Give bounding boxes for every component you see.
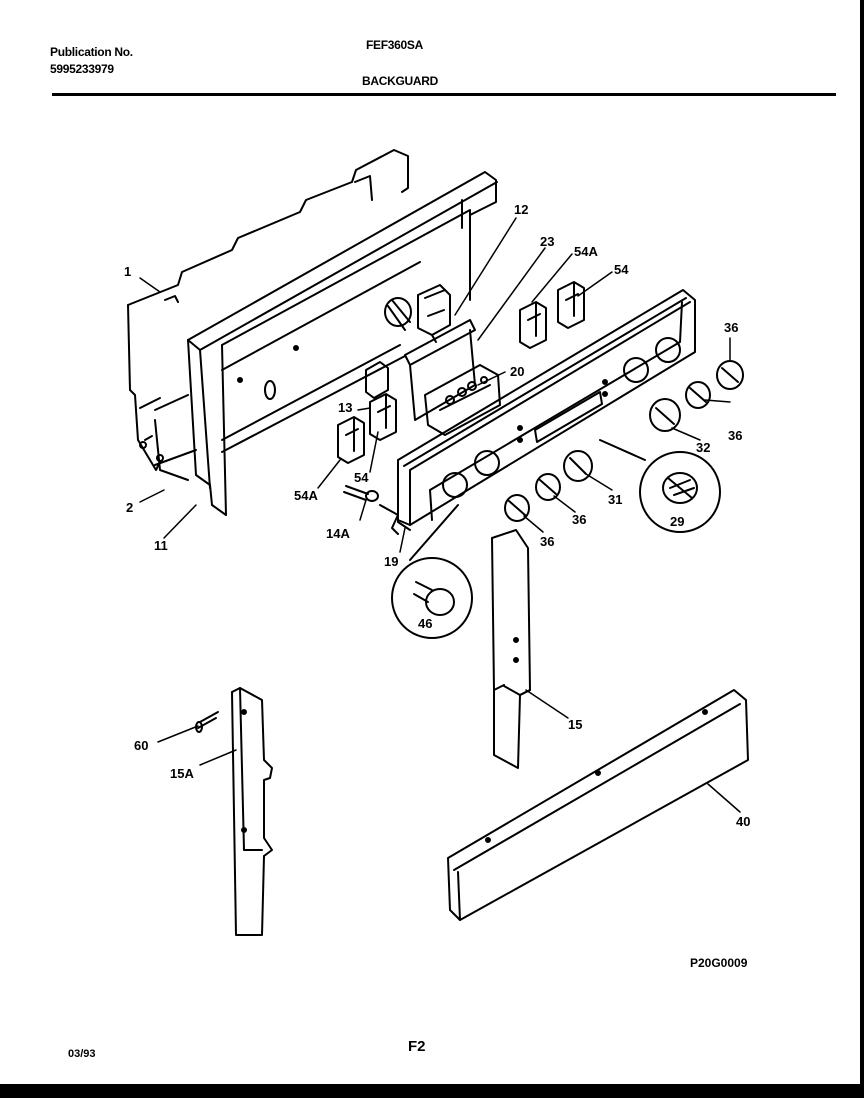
callout-40: 40	[736, 814, 750, 829]
callout-1: 1	[124, 264, 131, 279]
callout-54a-top: 54A	[574, 244, 598, 259]
callout-36-left: 36	[540, 534, 554, 549]
callout-15a: 15A	[170, 766, 194, 781]
part-40-trim-bar	[447, 689, 749, 921]
part-60-screw	[195, 711, 219, 733]
part-20-timer-assembly	[404, 319, 501, 436]
part-36-knob-center	[535, 473, 561, 501]
page-number: F2	[408, 1038, 426, 1055]
callout-13: 13	[338, 400, 352, 415]
callout-31: 31	[608, 492, 622, 507]
part-54a-switch-top	[519, 301, 547, 349]
part-29-knob-detail	[599, 439, 721, 533]
header-rule	[52, 93, 836, 96]
callout-54-top: 54	[614, 262, 629, 277]
publication-number: 5995233979	[50, 62, 114, 76]
callout-54-lower: 54	[354, 470, 369, 485]
section-title: BACKGUARD	[362, 74, 438, 88]
part-32-knob	[649, 398, 681, 432]
part-11-backguard-housing	[154, 171, 498, 516]
part-46-knob-detail	[391, 504, 473, 639]
part-36-knob-right	[685, 381, 711, 409]
callout-36-right: 36	[728, 428, 742, 443]
part-31-knob	[563, 450, 593, 482]
part-36-knob-top-right	[716, 360, 744, 390]
callout-32: 32	[696, 440, 710, 455]
part-15a-side-trim	[231, 687, 273, 936]
callout-2: 2	[126, 500, 133, 515]
scan-edge-bottom	[0, 1084, 864, 1098]
publication-label: Publication No.	[50, 45, 133, 59]
callout-labels: 1 2 11 12 23 54A 54 20 13 54 54A 14A 19 …	[124, 202, 750, 829]
part-15-side-trim	[491, 529, 531, 769]
callout-19: 19	[384, 554, 398, 569]
part-54-switch-top	[557, 281, 585, 329]
callout-46: 46	[418, 616, 432, 631]
drawing-id: P20G0009	[690, 956, 748, 970]
scan-edge-right	[860, 0, 864, 1098]
callout-20: 20	[510, 364, 524, 379]
callout-14a: 14A	[326, 526, 350, 541]
callout-15: 15	[568, 717, 582, 732]
callout-11: 11	[154, 538, 168, 553]
callout-60: 60	[134, 738, 148, 753]
part-19-control-panel	[379, 289, 696, 535]
callout-12: 12	[514, 202, 528, 217]
callout-36-center: 36	[572, 512, 586, 527]
model-number: FEF360SA	[366, 38, 423, 52]
callout-29: 29	[670, 514, 684, 529]
part-36-knob-left	[504, 494, 530, 522]
callout-54a-lower: 54A	[294, 488, 318, 503]
part-54-switch-lower	[369, 393, 397, 441]
part-13-switch	[365, 361, 389, 399]
part-14a-socket	[343, 485, 379, 502]
revision-date: 03/93	[68, 1048, 96, 1060]
part-54a-switch-lower	[337, 416, 365, 464]
callout-36-top-right: 36	[724, 320, 738, 335]
callout-23: 23	[540, 234, 554, 249]
leader-lines	[139, 217, 741, 813]
part-12-switch	[384, 284, 451, 343]
part-1-rear-panel	[127, 149, 409, 471]
